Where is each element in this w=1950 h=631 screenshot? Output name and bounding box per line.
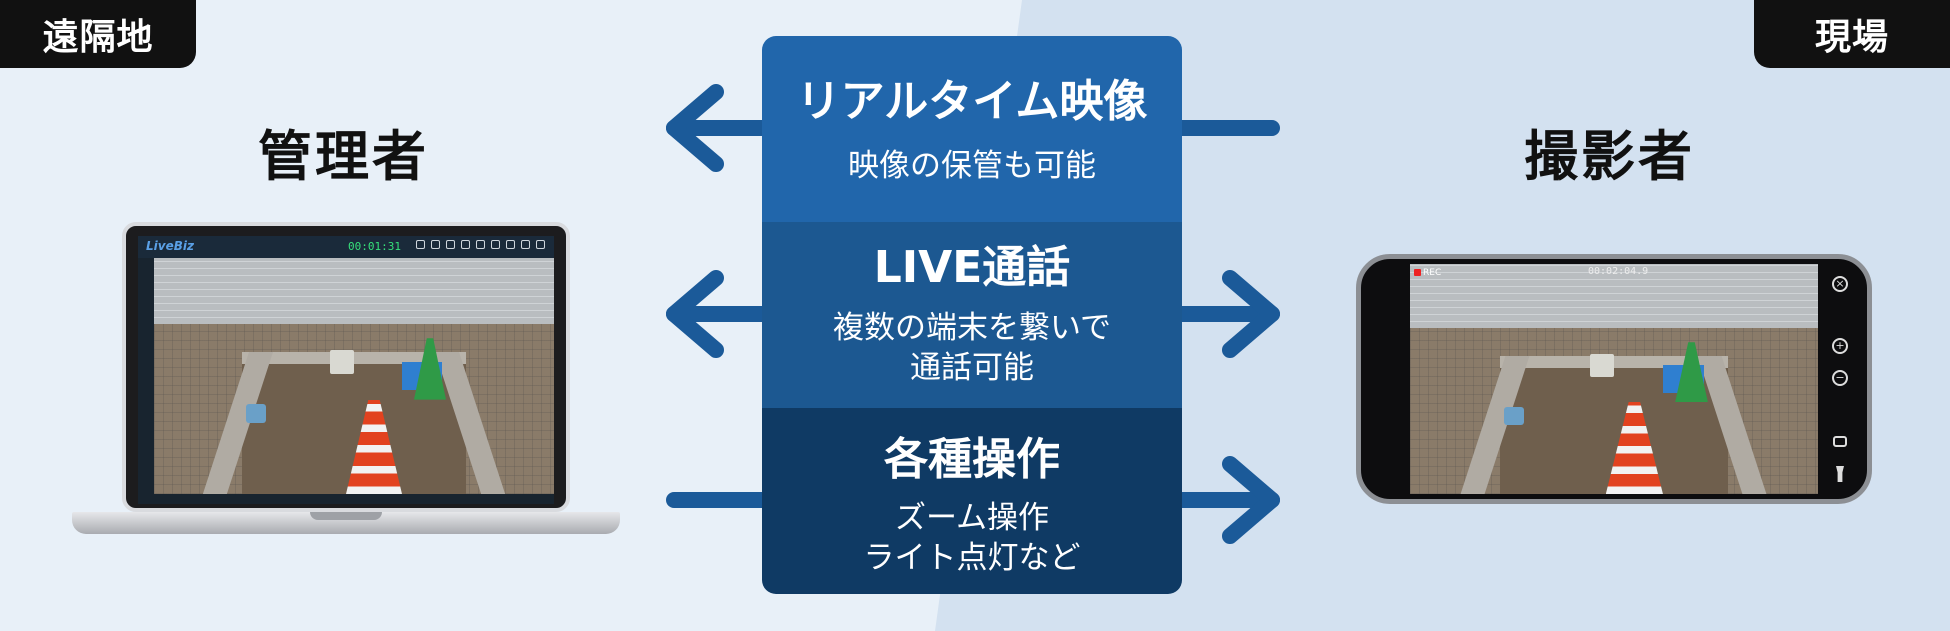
- site-camera-view: [154, 258, 554, 494]
- feature-panel: リアルタイム映像 映像の保管も可能 LIVE通話 複数の端末を繋いで 通話可能 …: [762, 36, 1182, 594]
- pin-icon: [491, 240, 500, 249]
- laptop-screen: LiveBiz 00:01:31: [138, 236, 554, 504]
- app-footer: [138, 494, 554, 504]
- share-icon: [521, 240, 530, 249]
- arrow-call-head-left: [666, 270, 724, 358]
- feature-title: 各種操作: [884, 434, 1060, 485]
- role-photographer: 撮影者: [1524, 125, 1695, 188]
- feature-title: リアルタイム映像: [796, 76, 1148, 127]
- tag-site: 現場: [1754, 0, 1950, 68]
- text-icon: [476, 240, 485, 249]
- feature-description: 複数の端末を繋いで 通話可能: [762, 308, 1182, 389]
- feature-description: 映像の保管も可能: [762, 146, 1182, 186]
- tag-remote: 遠隔地: [0, 0, 196, 68]
- laptop-notch: [310, 512, 382, 520]
- camera-icon: [1833, 436, 1847, 447]
- feature-title: LIVE通話: [873, 242, 1071, 293]
- camera-icon: [446, 240, 455, 249]
- zoom-out-icon: −: [1832, 370, 1848, 386]
- pointer-icon: [431, 240, 440, 249]
- feature-description-line: 映像の保管も可能: [848, 148, 1096, 184]
- zoom-icon: [416, 240, 425, 249]
- rec-label: REC: [1423, 268, 1442, 278]
- feature-realtime-video: リアルタイム映像 映像の保管も可能: [762, 36, 1182, 222]
- arrow-control-head-right: [1222, 456, 1280, 544]
- laptop-base: [72, 512, 620, 534]
- rec-dot-icon: [1414, 269, 1421, 276]
- feature-description: ズーム操作 ライト点灯など: [762, 498, 1182, 579]
- feature-description-line: 複数の端末を繋いで: [832, 310, 1112, 346]
- feature-live-call: LIVE通話 複数の端末を繋いで 通話可能: [762, 222, 1182, 408]
- app-toolbar: LiveBiz 00:01:31: [138, 236, 554, 258]
- toolbar-icons: [416, 240, 545, 249]
- user-icon: [506, 240, 515, 249]
- rec-indicator: REC: [1414, 268, 1441, 278]
- feature-description-line: ズーム操作: [894, 500, 1050, 536]
- zoom-in-icon: +: [1832, 338, 1848, 354]
- role-manager: 管理者: [258, 125, 429, 188]
- site-camera-view: [1410, 264, 1818, 494]
- close-icon: ×: [1832, 276, 1848, 292]
- phone-screen: [1410, 264, 1818, 494]
- feature-remote-control: 各種操作 ズーム操作 ライト点灯など: [762, 408, 1182, 594]
- app-sidebar: [138, 258, 154, 494]
- app-logo: LiveBiz: [146, 239, 194, 253]
- close-icon: [536, 240, 545, 249]
- image-icon: [461, 240, 470, 249]
- feature-description-line: ライト点灯など: [863, 540, 1081, 577]
- phone-timer: 00:02:04.9: [1588, 266, 1649, 277]
- flashlight-icon: [1836, 466, 1844, 482]
- arrow-call-head-right: [1222, 270, 1280, 358]
- feature-description-line: 通話可能: [910, 350, 1034, 387]
- arrow-video-head-left: [666, 84, 724, 172]
- app-timer: 00:01:31: [348, 240, 401, 253]
